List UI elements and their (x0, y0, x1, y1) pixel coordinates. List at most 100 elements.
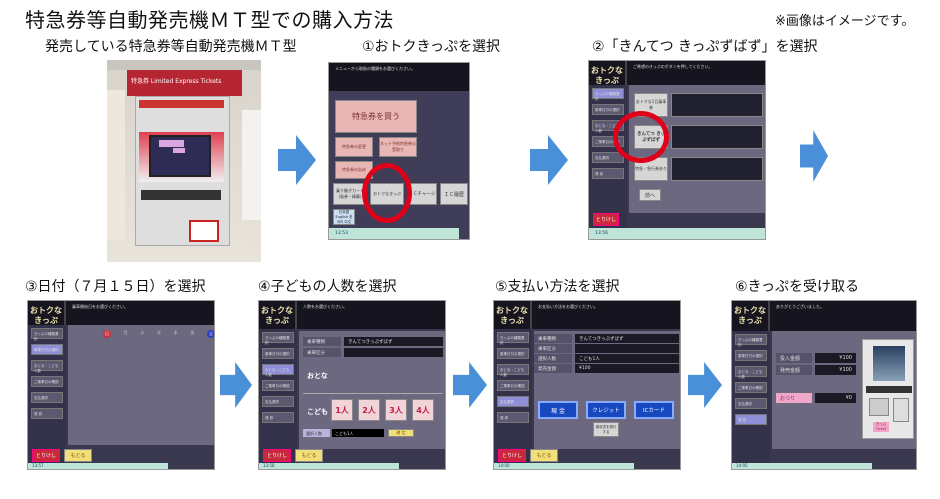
otoku-logo: おトクな きっぷ (259, 301, 297, 329)
child-count-2-button[interactable]: 2人 (358, 399, 380, 421)
child-count-4-button[interactable]: 4人 (412, 399, 434, 421)
instruction-text: 乗車開始日をお選びください。 (66, 301, 214, 325)
image-note: ※画像はイメージです。 (775, 14, 915, 29)
row-value: こども1人 (575, 354, 679, 363)
sidebar-step-item: おとな・こども人数 (497, 364, 529, 377)
arrow-right-icon (688, 362, 722, 408)
status-time: 13:57 (32, 463, 44, 468)
info-row: 乗車種類きんてつきっぷずばず (534, 334, 679, 343)
credit-button[interactable]: クレジット (586, 401, 626, 419)
confirm-button[interactable]: 確 定 (388, 429, 414, 437)
sidebar-step-item: きっぷの種類選択 (592, 88, 624, 101)
sidebar-step-item: きっぷの種類選択 (497, 332, 529, 345)
prev-button[interactable]: 前へ (639, 189, 661, 201)
child-count-1-button[interactable]: 1人 (331, 399, 353, 421)
status-bar: 13:57 (28, 463, 168, 469)
screen-step6: ありがとうございました。 おトクな きっぷ きっぷの種類選択乗車日付の選択おとな… (731, 300, 917, 470)
status-bar: 13:56 (589, 228, 765, 239)
child-count-3-button[interactable]: 3人 (385, 399, 407, 421)
sidebar: きっぷの種類選択乗車日付の選択おとな・こども人数ご乗車日の確認支払選択発 券 (259, 329, 297, 469)
sidebar-step-item: ご乗車日の確認 (31, 376, 63, 387)
cancel-button[interactable]: とりけし (498, 449, 526, 462)
price-row: 発売金額¥100 (776, 365, 856, 375)
back-button[interactable]: もどる (295, 449, 323, 462)
row-label: 乗車区分 (303, 348, 341, 357)
change-row: おつり¥0 (776, 393, 856, 403)
info-row: 乗車区分 (303, 348, 443, 357)
status-bar: 13:58 (259, 463, 399, 469)
row-value: ¥100 (815, 365, 856, 375)
caption-machine: 発売している特急券等自動発売機ＭＴ型 (45, 39, 297, 55)
sidebar-step-item: おとな・こども人数 (31, 360, 63, 373)
sidebar-step-item: 乗車日付の選択 (497, 348, 529, 359)
language-button[interactable]: 日本語 English 한국어 中文 (333, 209, 355, 225)
instruction-text: ご希望のきっぷのボタンを押してください。 (627, 61, 765, 85)
info-row: 選択人数こども1人 (534, 354, 679, 363)
back-button[interactable]: もどる (64, 449, 92, 462)
cancel-button[interactable]: とりけし (263, 449, 291, 462)
weekday: 木 (173, 330, 178, 335)
sidebar-step-item: 乗車日付の選択 (735, 350, 767, 361)
sidebar-step-item: 支払選択 (262, 396, 294, 407)
adult-label: おとな (307, 372, 328, 380)
row-label: 乗車種類 (534, 334, 572, 343)
otoku-logo: おトクな きっぷ (494, 301, 532, 329)
weekday: 月 (123, 330, 128, 335)
ic-card-button[interactable]: ICカード (634, 401, 674, 419)
cancel-button[interactable]: とりけし (32, 449, 60, 462)
sidebar-step-item: ご乗車日の確認 (262, 380, 294, 391)
option-description (671, 125, 763, 149)
row-value (575, 344, 679, 353)
cancel-button[interactable]: とりけし (593, 213, 619, 226)
sidebar-step-item: 発 券 (735, 414, 767, 425)
arrow-right-icon (800, 130, 828, 182)
caption-step1: ①おトクきっぷを選択 (362, 39, 500, 55)
selected-count-value: こども1人 (332, 429, 384, 437)
screen-step5: お支払い方法をお選びください。 おトクな きっぷ きっぷの種類選択乗車日付の選択… (493, 300, 681, 470)
weekday: 金 (190, 330, 195, 335)
otoku-logo: おトクな きっぷ (28, 301, 66, 325)
row-value: ¥100 (815, 353, 856, 363)
sidebar-step-item: おとな・こども人数 (735, 366, 767, 379)
option-description (671, 93, 763, 117)
screen-step2: ご希望のきっぷのボタンを押してください。 おトクな きっぷ きっぷの種類選択乗車… (588, 60, 766, 240)
status-bar: 14:00 (494, 463, 634, 469)
sidebar: きっぷの種類選択乗車日付の選択おとな・こども人数ご乗車日の確認支払選択発 券 (732, 331, 770, 469)
ic-history-button[interactable]: ＩＣ履歴 (440, 183, 468, 205)
highlight-circle (613, 111, 669, 163)
caption-step3: ③日付（７月１５日）を選択 (25, 279, 206, 295)
sidebar-step-item: ご乗車日の確認 (497, 380, 529, 391)
row-value: ¥100 (575, 364, 679, 373)
paid-row: 投入金額¥100 (776, 353, 856, 363)
row-label: 乗車種類 (303, 337, 341, 346)
instruction-text: お支払い方法をお選びください。 (532, 301, 680, 329)
sidebar: きっぷの種類選択乗車日付の選択おとな・こども人数ご乗車日の確認支払選択発 券 (28, 325, 66, 469)
weekday: 水 (156, 330, 161, 335)
row-label: 投入金額 (776, 353, 812, 363)
caption-step4: ④子どもの人数を選択 (258, 279, 397, 295)
back-button[interactable]: もどる (530, 449, 558, 462)
otoku-logo: おトクな きっぷ (589, 61, 627, 85)
buy-express-button[interactable]: 特急券を買う (335, 100, 417, 133)
info-row: 乗車区分 (534, 344, 679, 353)
sidebar-step-item: きっぷの種類選択 (31, 328, 63, 341)
page-title: 特急券等自動発売機ＭＴ型での購入方法 (25, 8, 394, 32)
sidebar-step-item: 乗車日付の選択 (592, 104, 624, 115)
arrow-right-icon (278, 135, 316, 185)
arrow-right-icon (453, 362, 487, 408)
row-label: 発売金額 (534, 364, 572, 373)
weekday: 火 (140, 330, 145, 335)
change-button[interactable]: 特急券の変更 (335, 137, 373, 157)
divider (303, 393, 443, 394)
row-value: きんてつきっぷずばず (575, 334, 679, 343)
cash-button[interactable]: 現 金 (538, 401, 578, 419)
net-reservation-button[interactable]: ネット予約特急券の受取り (379, 137, 417, 157)
sidebar-step-item: 発 券 (497, 412, 529, 423)
option-description (671, 157, 763, 181)
sidebar-step-item: 発 券 (262, 412, 294, 423)
status-time: 14:05 (736, 463, 748, 468)
caption-step2: ②「きんてつ きっぷずばず」を選択 (592, 39, 818, 55)
sidebar-step-item: おとな・こども人数 (262, 364, 294, 377)
row-value: きんてつきっぷずばず (344, 337, 443, 346)
receipt-button[interactable]: 領収書を発行する (593, 422, 619, 437)
